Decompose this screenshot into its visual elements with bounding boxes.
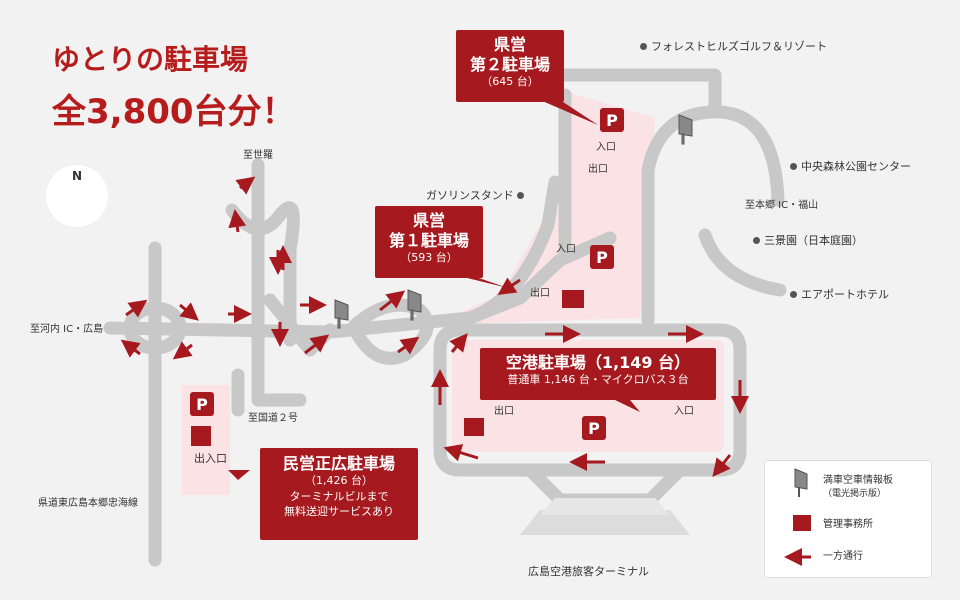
parking-icon — [590, 245, 614, 269]
headline-line1: ゆとりの駐車場 — [52, 43, 249, 76]
office-icon — [191, 426, 211, 446]
airport-name: 空港駐車場（1,149 台） — [505, 353, 691, 372]
location-dot-icon — [753, 236, 760, 244]
place-sankeien: 三景園（日本庭園） — [753, 234, 863, 247]
oneway-arrows — [120, 176, 749, 478]
info-board-icon — [678, 114, 693, 137]
info-board-icon — [334, 299, 349, 321]
legend-info-board-icon — [794, 468, 808, 490]
private-gate-label: 出入口 — [194, 452, 227, 465]
callout-p1: 県営 第１駐車場 （593 台） — [375, 206, 483, 278]
private-note: ターミナルビルまで 無料送迎サービスあり — [284, 490, 394, 519]
place-gas-station: ガソリンスタンド — [426, 189, 528, 202]
p1-capacity: （593 台） — [400, 251, 458, 264]
parking-icon — [600, 108, 624, 132]
p2-entrance-label: 入口 — [596, 142, 616, 153]
place-prefectural-road: 県道東広島本郷忠海線 — [38, 498, 138, 509]
callout-airport: 空港駐車場（1,149 台） 普通車 1,146 台・マイクロバス３台 — [480, 348, 716, 400]
svg-text:P: P — [596, 248, 608, 267]
road-interchange-a — [225, 201, 300, 347]
legend-icons — [784, 468, 811, 566]
p1-entrance-label: 入口 — [556, 244, 576, 255]
parking-icon — [582, 416, 606, 440]
compass-label: N — [71, 169, 83, 183]
callout-p2: 県営 第２駐車場 （645 台） — [456, 30, 564, 102]
airport-exit-label: 出口 — [494, 406, 514, 417]
legend-office-icon — [793, 515, 811, 531]
office-icon — [464, 418, 484, 436]
location-dot-icon — [640, 42, 647, 50]
info-board-icon — [407, 289, 422, 313]
p1-name: 県営 第１駐車場 — [388, 211, 469, 250]
place-golf: フォレストヒルズゴルフ＆リゾート — [640, 40, 827, 53]
compass: N — [46, 165, 108, 227]
p1-exit-label: 出口 — [530, 288, 550, 299]
headline-line2: 全3,800台分！ — [52, 92, 296, 132]
svg-text:P: P — [196, 395, 208, 414]
legend-oneway-label: 一方通行 — [823, 551, 863, 562]
parking-icon — [190, 392, 214, 416]
callout-private: 民営正広駐車場 （1,426 台） ターミナルビルまで 無料送迎サービスあり — [260, 448, 418, 540]
parking-signs: P P P P — [190, 108, 624, 440]
road-arch — [641, 105, 785, 327]
legend: 満車空車情報板 （電光掲示版） 管理事務所 一方通行 — [764, 460, 932, 578]
svg-text:P: P — [606, 111, 618, 130]
location-dot-icon — [517, 191, 525, 199]
place-to-sera: 至世羅 — [243, 150, 273, 161]
private-name: 民営正広駐車場 — [282, 454, 395, 473]
airport-detail: 普通車 1,146 台・マイクロバス３台 — [507, 373, 689, 386]
place-to-hongo: 至本郷 IC・福山 — [745, 200, 819, 211]
terminal-building — [520, 498, 690, 535]
location-dot-icon — [790, 162, 797, 170]
location-dot-icon — [790, 290, 797, 298]
legend-office-label: 管理事務所 — [823, 519, 873, 530]
place-park-center: 中央森林公園センター — [790, 160, 911, 173]
road-to-sera — [251, 158, 307, 407]
legend-board-sublabel: （電光掲示版） — [823, 489, 887, 499]
place-to-route2: 至国道２号 — [248, 413, 298, 424]
place-to-kochi: 至河内 IC・広島 — [30, 324, 104, 335]
legend-board-label: 満車空車情報板 — [823, 475, 893, 486]
private-capacity: （1,426 台） — [305, 474, 373, 487]
svg-text:P: P — [588, 419, 600, 438]
p2-exit-label: 出口 — [588, 164, 608, 175]
p2-name: 県営 第２駐車場 — [469, 35, 550, 74]
place-terminal: 広島空港旅客ターミナル — [528, 565, 649, 578]
info-boards — [334, 114, 693, 329]
airport-entrance-label: 入口 — [674, 406, 694, 417]
management-offices — [191, 290, 584, 446]
office-icon — [562, 290, 584, 308]
callout-pointers — [228, 100, 640, 480]
place-airport-hotel: エアポートホテル — [790, 288, 889, 301]
road-to-sankeien — [698, 228, 787, 297]
p2-capacity: （645 台） — [481, 75, 539, 88]
road-top-loop — [558, 68, 722, 117]
